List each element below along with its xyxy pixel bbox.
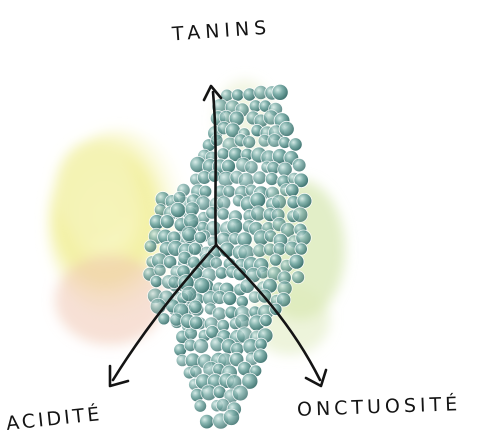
grape-berry: [227, 218, 243, 234]
grape-berry: [265, 173, 278, 186]
grape-berry: [154, 264, 166, 276]
grape-berry: [260, 314, 272, 326]
grape-berry: [272, 195, 287, 210]
grape-berry: [279, 121, 294, 136]
grape-berry: [292, 158, 306, 172]
grape-berry: [194, 231, 206, 243]
grape-berry: [150, 275, 162, 287]
grape-berry: [217, 208, 229, 220]
grape-berry: [289, 138, 302, 151]
grape-berry: [232, 89, 244, 101]
grape-berry: [292, 271, 305, 284]
grape-berry: [217, 148, 229, 160]
grape-berry: [243, 136, 256, 149]
grape-berry: [194, 400, 207, 413]
grape-berry: [289, 254, 304, 269]
grape-berry: [223, 292, 237, 306]
grape-berry: [272, 84, 288, 100]
grape-berry: [181, 286, 196, 301]
grape-berry: [295, 243, 307, 255]
grape-berry: [233, 385, 249, 401]
grape-berry: [170, 202, 185, 217]
grape-berry: [189, 316, 203, 330]
grape-berry: [194, 339, 209, 354]
grape-berry: [253, 171, 267, 185]
grape-berry: [144, 240, 157, 253]
grape-berry: [189, 300, 203, 314]
grape-berry: [188, 242, 201, 255]
grape-berry: [292, 207, 307, 222]
grape-berry: [285, 183, 299, 197]
grape-berry: [223, 409, 239, 425]
grape-berry: [235, 314, 250, 329]
grape-berry: [297, 193, 312, 208]
grape-berry: [211, 134, 223, 146]
grape-berry: [253, 349, 268, 364]
grape-berry: [160, 215, 174, 229]
grape-berry: [200, 414, 215, 429]
